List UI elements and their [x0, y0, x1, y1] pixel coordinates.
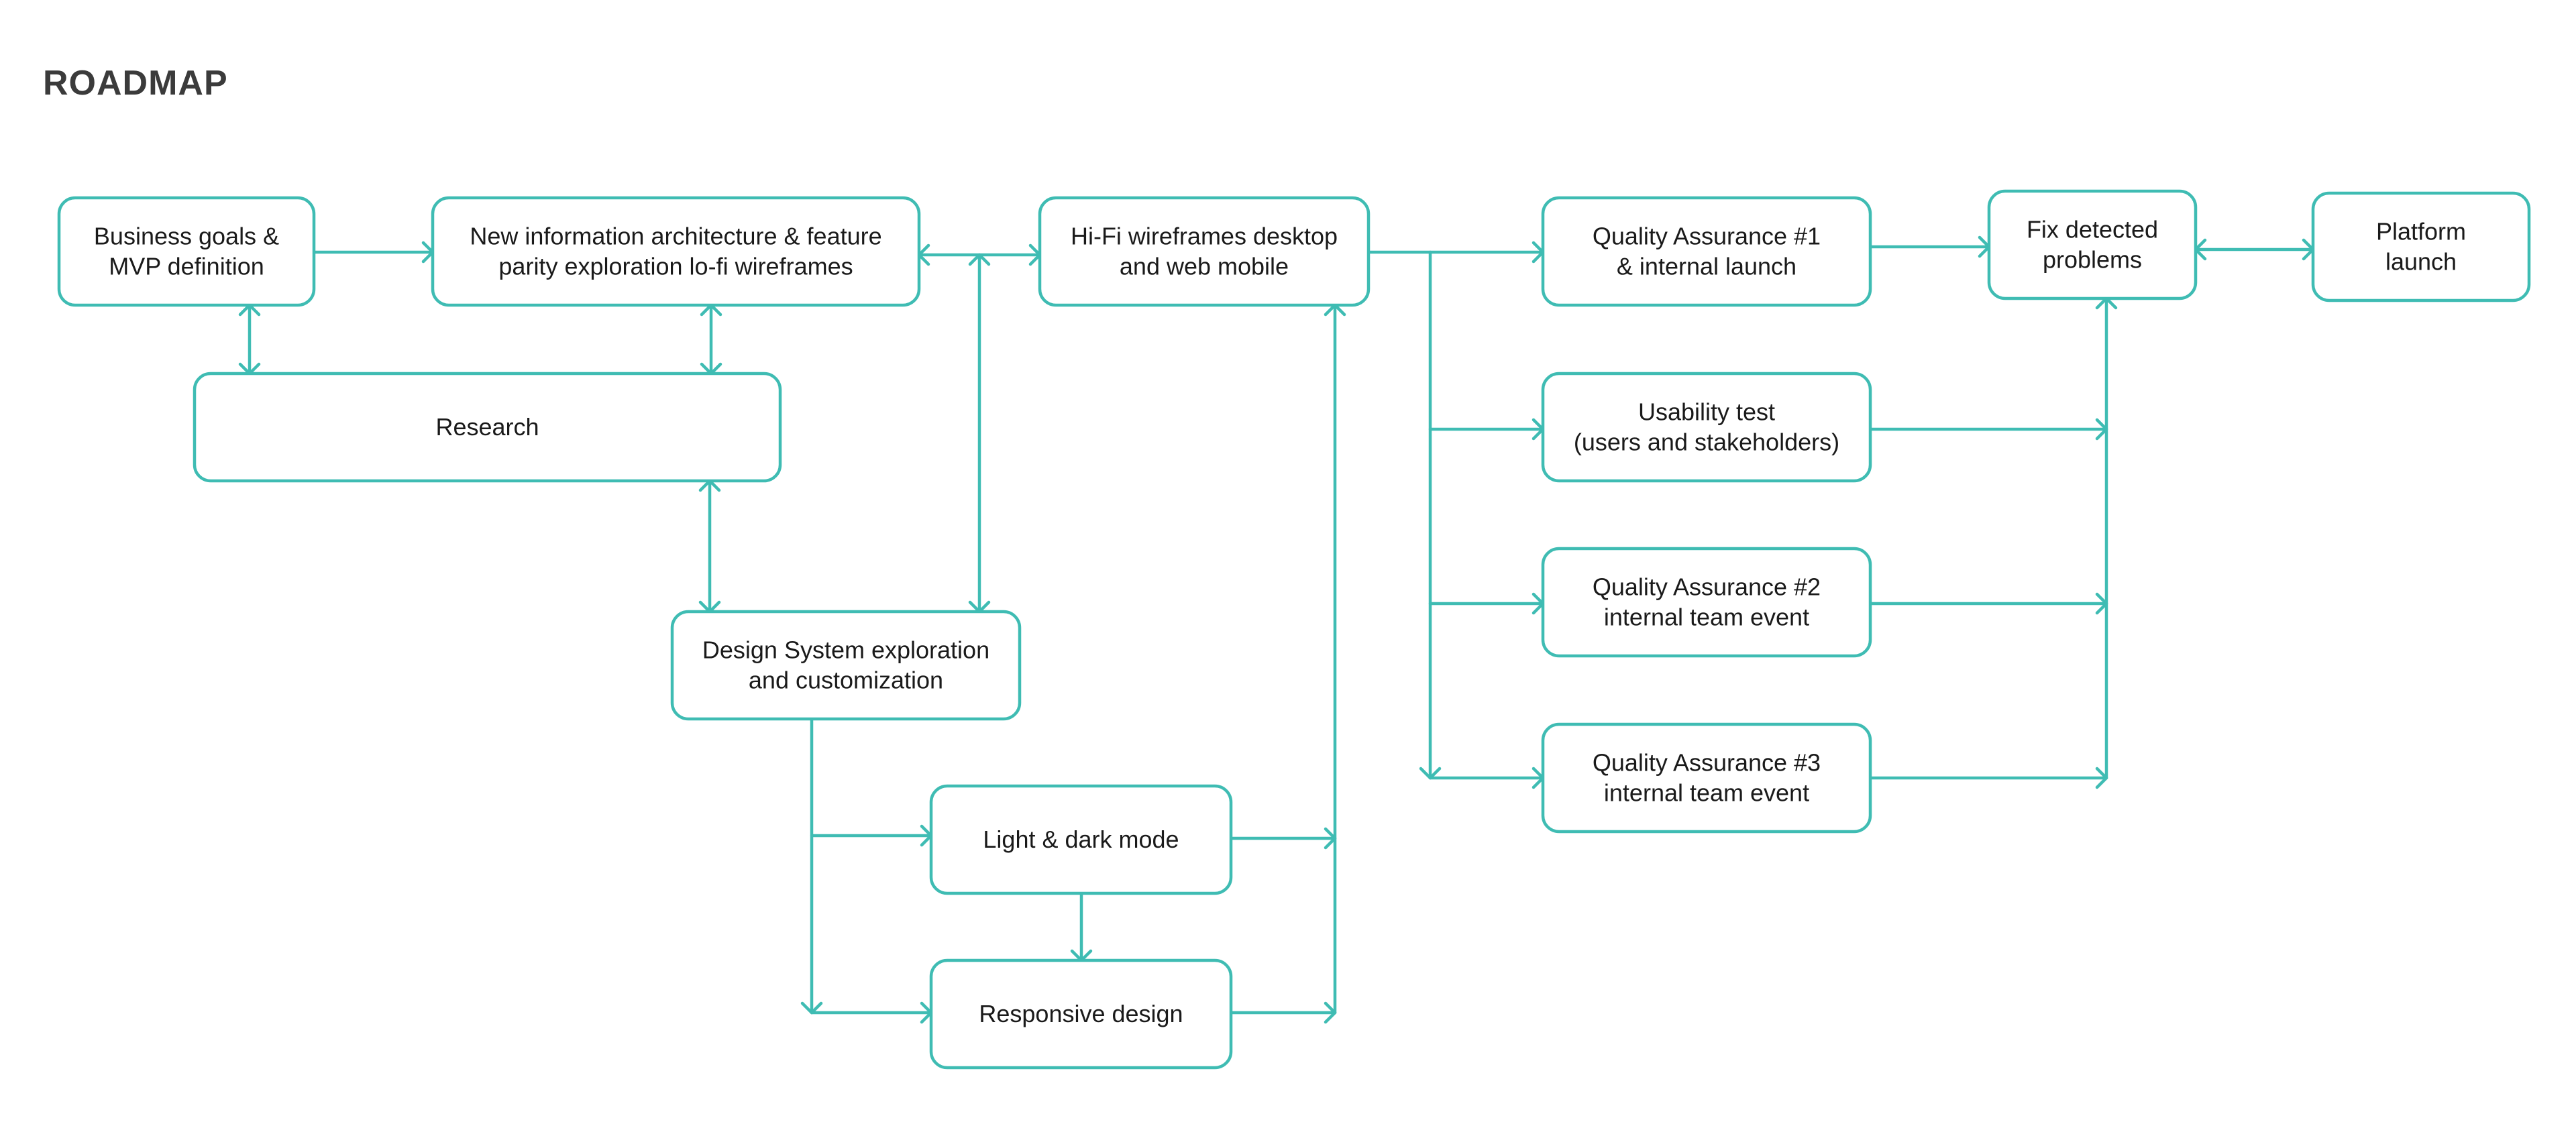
- node-box: [929, 958, 1233, 1070]
- node-label: internal team event: [1604, 604, 1809, 631]
- node-usability-test: Usability test (users and stakeholders): [1541, 372, 1872, 483]
- node-qa-2: Quality Assurance #2 internal team event: [1541, 547, 1872, 658]
- node-box: [1541, 547, 1872, 658]
- node-label: Research: [435, 413, 539, 441]
- node-label: Quality Assurance #3: [1593, 749, 1821, 777]
- node-design-system: Design System exploration and customizati…: [670, 610, 1022, 721]
- node-label: Business goals &: [94, 223, 279, 250]
- node-label: and web mobile: [1120, 253, 1289, 280]
- node-label: Light & dark mode: [983, 826, 1179, 853]
- node-label: internal team event: [1604, 779, 1809, 807]
- node-label: and customization: [749, 667, 943, 694]
- node-business-goals: Business goals & MVP definition: [57, 196, 316, 307]
- node-box: [193, 372, 782, 483]
- node-label: problems: [2043, 246, 2142, 274]
- node-box: [431, 196, 921, 307]
- node-label: Responsive design: [979, 1000, 1183, 1027]
- connectors: [238, 235, 2315, 1024]
- node-label: Platform: [2376, 218, 2466, 245]
- node-label: Quality Assurance #1: [1593, 223, 1821, 250]
- node-label: launch: [2385, 248, 2457, 276]
- node-responsive: Responsive design: [929, 958, 1233, 1070]
- node-box: [1987, 189, 2198, 300]
- node-label: MVP definition: [109, 253, 264, 280]
- node-label: Hi-Fi wireframes desktop: [1071, 223, 1338, 250]
- node-box: [2311, 191, 2531, 302]
- node-label: Quality Assurance #2: [1593, 573, 1821, 601]
- node-label: (users and stakeholders): [1574, 429, 1839, 456]
- node-box: [929, 784, 1233, 895]
- node-platform-launch: Platform launch: [2311, 191, 2531, 302]
- page-title: ROADMAP: [43, 64, 228, 103]
- node-qa-1: Quality Assurance #1 & internal launch: [1541, 196, 1872, 307]
- node-box: [57, 196, 316, 307]
- arrow-head: [968, 253, 991, 266]
- node-hifi-wireframes: Hi-Fi wireframes desktop and web mobile: [1038, 196, 1371, 307]
- node-box: [1541, 722, 1872, 834]
- node-box: [1541, 196, 1872, 307]
- node-label: New information architecture & feature: [470, 223, 881, 250]
- node-info-architecture: New information architecture & feature pa…: [431, 196, 921, 307]
- node-light-dark: Light & dark mode: [929, 784, 1233, 895]
- node-label: Design System exploration: [702, 636, 989, 664]
- node-label: & internal launch: [1617, 253, 1796, 280]
- node-box: [1038, 196, 1371, 307]
- node-box: [1541, 372, 1872, 483]
- node-research: Research: [193, 372, 782, 483]
- node-label: Usability test: [1638, 398, 1775, 426]
- node-label: parity exploration lo-fi wireframes: [498, 253, 853, 280]
- node-fix-problems: Fix detected problems: [1987, 189, 2198, 300]
- node-box: [670, 610, 1022, 721]
- node-label: Fix detected: [2027, 216, 2158, 243]
- nodes: Business goals & MVP definition New inform…: [57, 189, 2531, 1070]
